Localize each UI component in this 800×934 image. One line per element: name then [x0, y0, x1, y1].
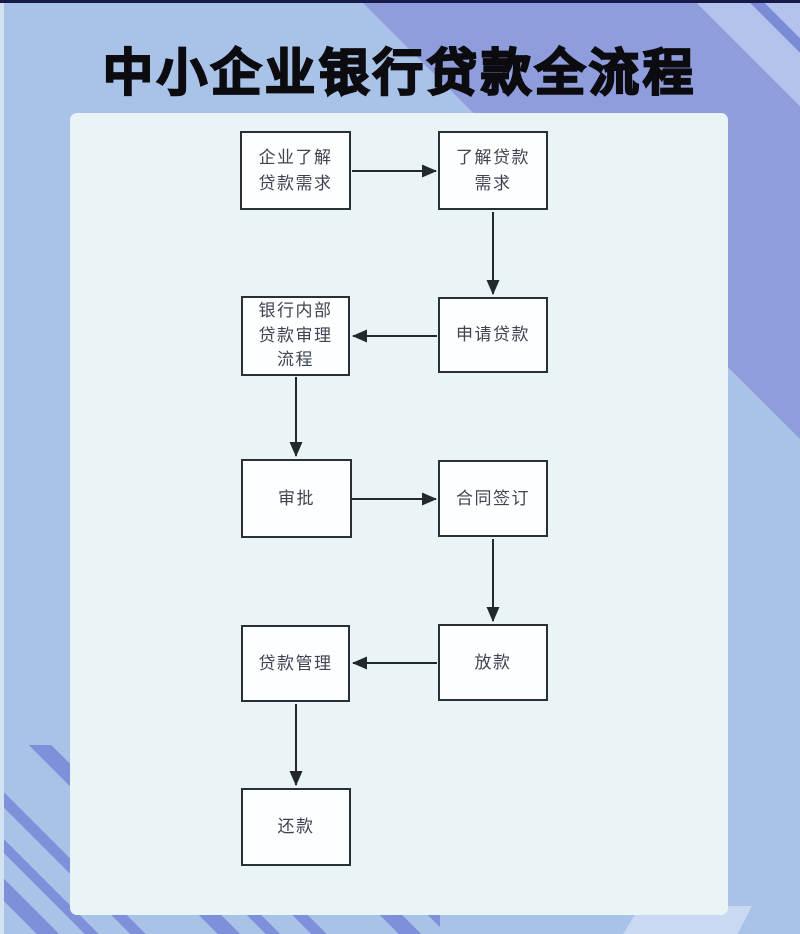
flow-node-label: 合同签订	[456, 488, 530, 508]
flow-node-label: 放款	[474, 652, 512, 672]
flow-node-repayment: 还款	[241, 788, 351, 866]
flow-node-loan-management: 贷款管理	[241, 625, 350, 702]
flowchart-panel	[70, 113, 728, 915]
flow-node-apply-for-loan: 申请贷款	[438, 297, 548, 373]
flow-node-label: 审批	[278, 488, 315, 508]
flow-node-label: 银行内部 贷款审理 流程	[258, 301, 333, 370]
page-title: 中小企业银行贷款全流程	[102, 44, 697, 101]
flow-node-contract-signing: 合同签订	[438, 460, 548, 537]
flow-node-understand-loan-needs: 了解贷款 需求	[438, 131, 548, 210]
flow-node-enterprise-understand-needs: 企业了解 贷款需求	[240, 131, 351, 210]
flow-node-label: 还款	[277, 817, 315, 837]
top-border-line	[0, 0, 800, 3]
flow-node-disbursement: 放款	[438, 624, 548, 701]
left-edge-strip	[0, 0, 4, 934]
flow-node-label: 了解贷款 需求	[456, 148, 530, 193]
flow-node-approval: 审批	[241, 459, 352, 538]
flow-node-label: 贷款管理	[258, 653, 333, 673]
flow-node-label: 申请贷款	[456, 325, 530, 345]
flow-node-bank-internal-review-process: 银行内部 贷款审理 流程	[241, 296, 350, 376]
flow-node-label: 企业了解 贷款需求	[258, 148, 333, 193]
